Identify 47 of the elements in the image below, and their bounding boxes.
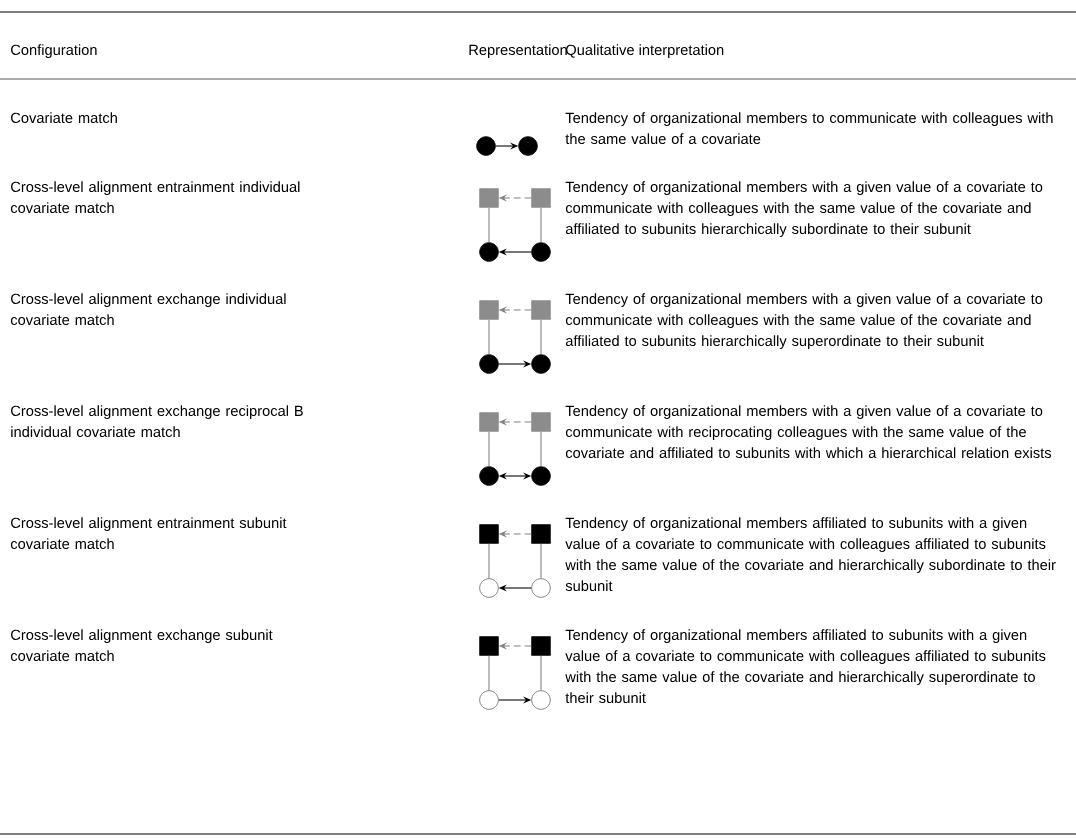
configuration-text: Cross-level alignment entrainment individual covariate match — [10, 181, 300, 214]
connector-line — [488, 655, 490, 691]
square-node — [479, 524, 499, 544]
square-node — [531, 300, 551, 320]
square-node — [531, 636, 551, 656]
square-node — [531, 412, 551, 432]
circle-node — [479, 578, 499, 598]
connector-line — [488, 319, 490, 355]
connector-line — [540, 655, 542, 691]
configuration-text: Cross-level alignment exchange individual covariate match — [10, 293, 286, 326]
interpretation-text: Tendency of organizational members affiliated to subunits with a given value of a covariate to communicate with colleagues affiliated to subunits with the same value of the covariate and hierarchically subordinate to their subunit — [565, 517, 1056, 592]
column-header: Configuration — [11, 44, 97, 58]
connector-line — [540, 207, 542, 243]
circle-node — [479, 466, 499, 486]
connector-line — [488, 431, 490, 467]
circle-node — [479, 354, 499, 374]
column-header: Qualitative interpretation — [565, 44, 724, 58]
connector-line — [540, 319, 542, 355]
configuration-text: Cross-level alignment exchange reciprocal B individual covariate match — [11, 405, 303, 438]
interpretation-text: Tendency of organizational members to communicate with colleagues with the same value of a covariate — [565, 112, 1053, 145]
interpretation-text: Tendency of organizational members with a given value of a covariate to communicate with colleagues with the same value of the covariate and affiliated to subunits hierarchically subordinate to their subunit — [565, 181, 1043, 237]
interpretation-text: Tendency of organizational members affiliated to subunits with a given value of a covariate to communicate with colleagues affiliated to subunits with the same value of the covariate and hierarchically superordinate to their subunit — [565, 629, 1046, 704]
circle-node — [531, 578, 551, 598]
connector-line — [488, 207, 490, 243]
square-node — [479, 300, 499, 320]
column-header: Representation — [469, 44, 567, 58]
circle-node — [531, 242, 551, 262]
square-node — [479, 636, 499, 656]
circle-node — [531, 690, 551, 710]
configuration-text: Covariate match — [11, 112, 117, 124]
connector-line — [488, 543, 490, 579]
square-node — [479, 412, 499, 432]
connector-line — [540, 431, 542, 467]
square-node — [531, 524, 551, 544]
circle-node — [479, 242, 499, 262]
circle-node — [476, 136, 496, 156]
interpretation-text: Tendency of organizational members with a given value of a covariate to communicate with colleagues with the same value of the covariate and affiliated to subunits hierarchically superordinate to their subunit — [565, 293, 1043, 349]
configuration-text: Cross-level alignment entrainment subunit covariate match — [10, 517, 287, 550]
circle-node — [518, 136, 538, 156]
circle-node — [531, 466, 551, 486]
connector-line — [540, 543, 542, 579]
square-node — [531, 188, 551, 208]
circle-node — [479, 690, 499, 710]
circle-node — [531, 354, 551, 374]
interpretation-text: Tendency of organizational members with a given value of a covariate to communicate with reciprocating colleagues with the same value of the covariate and affiliated to subunits with which a hierarchical relation exists — [565, 405, 1052, 459]
square-node — [479, 188, 499, 208]
configuration-text: Cross-level alignment exchange subunit covariate match — [10, 629, 273, 662]
